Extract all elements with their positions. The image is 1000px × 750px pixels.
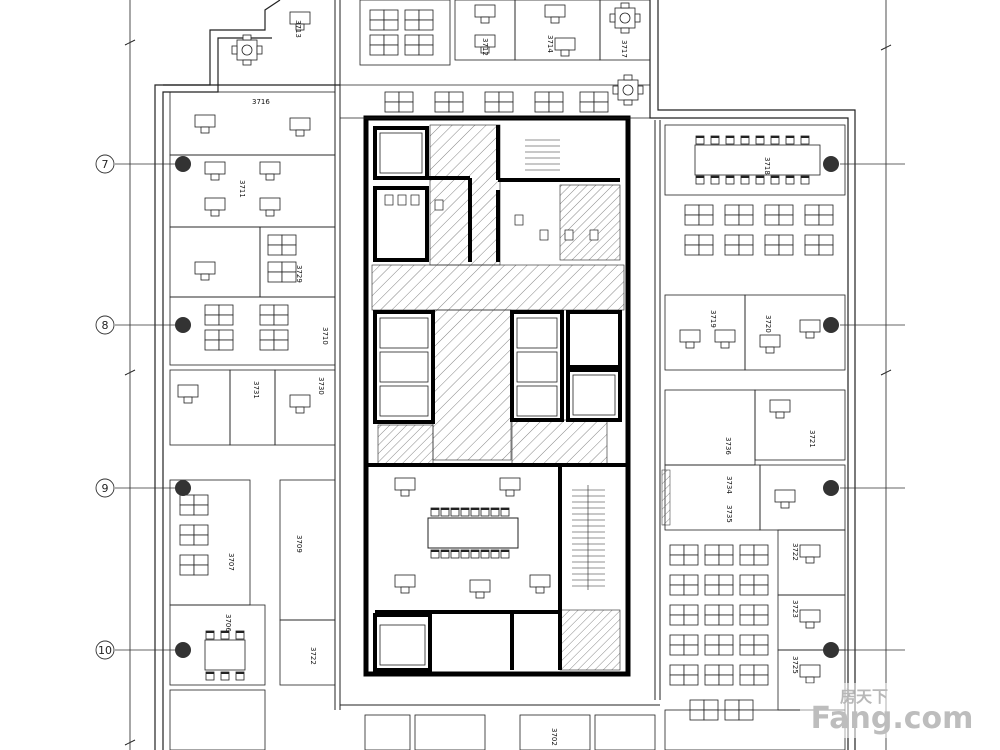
room-3719: 3719 xyxy=(709,310,717,328)
room-3702: 3702 xyxy=(550,728,558,746)
room-3731: 3731 xyxy=(252,381,260,399)
room-3718: 3718 xyxy=(763,157,771,175)
room-labels: 3713 3712 3714 3717 3716 3711 3729 3710 … xyxy=(224,20,816,746)
room-3713: 3713 xyxy=(294,20,302,38)
room-3734: 3734 xyxy=(725,476,733,494)
axis-bubble-7: 7 xyxy=(95,154,115,174)
room-3710: 3710 xyxy=(321,327,329,345)
top-offices xyxy=(340,0,651,119)
room-3730: 3730 xyxy=(317,377,325,395)
room-3716: 3716 xyxy=(252,98,270,106)
axis-label-10: 10 xyxy=(98,644,112,657)
room-3720: 3720 xyxy=(764,315,772,333)
fang-watermark: 房天下 Fang.com xyxy=(800,683,975,738)
room-3721: 3721 xyxy=(808,430,816,448)
watermark-cn: 房天下 xyxy=(840,687,888,706)
left-furniture xyxy=(177,114,311,681)
top-workstations xyxy=(231,2,644,113)
room-3725: 3725 xyxy=(791,656,799,674)
axis-bubble-9: 9 xyxy=(95,478,115,498)
room-3714: 3714 xyxy=(546,35,554,53)
room-3706: 3706 xyxy=(224,614,232,632)
room-3722: 3722 xyxy=(791,543,799,561)
room-3735: 3735 xyxy=(725,505,733,523)
room-3707: 3707 xyxy=(227,553,235,571)
axis-label-9: 9 xyxy=(102,482,109,495)
axis-label-7: 7 xyxy=(102,158,109,171)
room-3711: 3711 xyxy=(238,180,246,198)
right-rooms xyxy=(664,124,846,750)
room-3717: 3717 xyxy=(620,40,628,58)
room-3723: 3723 xyxy=(791,600,799,618)
room-3722-left: 3722 xyxy=(309,647,317,665)
room-3712: 3712 xyxy=(481,38,489,56)
axis-bubble-8: 8 xyxy=(95,315,115,335)
axis-label-8: 8 xyxy=(102,319,109,332)
axis-bubble-10: 10 xyxy=(95,640,115,660)
axis-lines xyxy=(115,163,905,651)
central-core xyxy=(363,115,631,677)
left-rooms xyxy=(169,91,336,750)
room-3736: 3736 xyxy=(724,437,732,455)
room-3729: 3729 xyxy=(295,265,303,283)
room-3709: 3709 xyxy=(295,535,303,553)
bottom-offices xyxy=(364,714,656,750)
right-furniture xyxy=(661,135,834,721)
structural-columns xyxy=(175,156,839,658)
page-frame xyxy=(124,0,892,750)
conference-table xyxy=(394,477,551,599)
watermark-brand: Fang.com xyxy=(811,701,974,736)
